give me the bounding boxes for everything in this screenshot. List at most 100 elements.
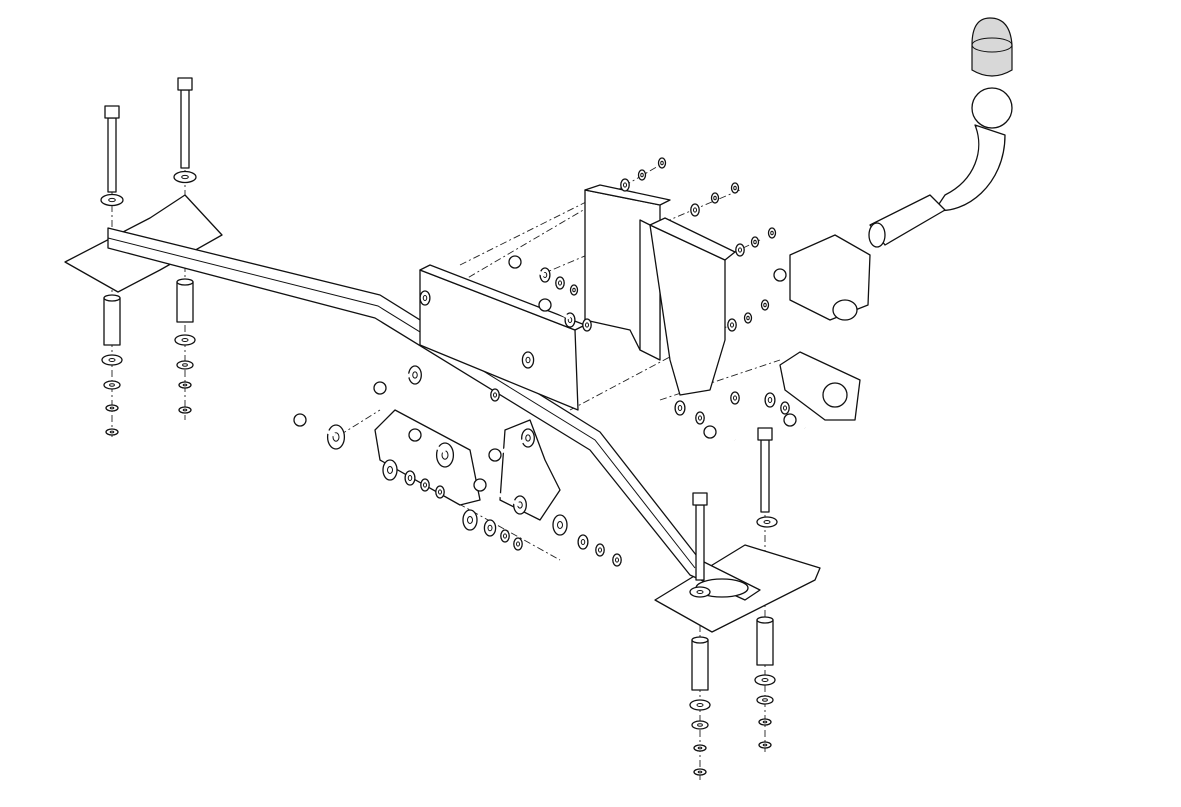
- bolt-head: [408, 428, 422, 442]
- washer-hole: [557, 521, 563, 529]
- washer: [750, 236, 760, 248]
- bolt-head: [473, 478, 487, 492]
- washer-hole: [525, 434, 531, 442]
- washer-hole: [109, 406, 115, 410]
- washer: [382, 459, 398, 481]
- washer-hole: [422, 295, 428, 301]
- washer-hole: [696, 703, 704, 707]
- washer-hole: [332, 432, 340, 442]
- tow-ball-cap: [971, 17, 1013, 77]
- washer: [582, 318, 592, 332]
- bolt-head: [757, 427, 773, 441]
- washer: [500, 529, 510, 543]
- washer-hole: [516, 541, 520, 547]
- washer: [105, 404, 119, 412]
- washer: [612, 553, 622, 567]
- washer-hole: [598, 547, 602, 553]
- washer: [513, 537, 523, 551]
- washer: [735, 243, 745, 257]
- washer: [730, 182, 740, 194]
- washer-hole: [109, 430, 115, 434]
- washer-hole: [746, 315, 750, 321]
- washer-hole: [108, 197, 116, 203]
- washer-hole: [487, 524, 493, 532]
- washer-hole: [423, 482, 427, 488]
- washer: [555, 276, 565, 290]
- washer: [101, 354, 123, 366]
- washer-hole: [407, 475, 413, 481]
- hardware: [100, 77, 806, 776]
- washer-hole: [783, 405, 787, 411]
- washer: [174, 334, 196, 346]
- washer: [521, 351, 535, 369]
- washer: [435, 442, 455, 468]
- washer-hole: [713, 195, 717, 201]
- washer-hole: [438, 489, 442, 495]
- electrical-socket: [773, 234, 871, 321]
- washer: [674, 400, 686, 416]
- washer: [435, 485, 445, 499]
- washer: [693, 744, 707, 752]
- washer-hole: [762, 698, 768, 702]
- washer-hole: [762, 743, 768, 747]
- bolt-head: [703, 425, 717, 439]
- washer: [462, 509, 478, 531]
- washer-hole: [182, 363, 188, 367]
- washer: [521, 428, 535, 448]
- spacer-tube: [176, 281, 194, 323]
- washer-hole: [730, 322, 734, 328]
- washer: [100, 193, 124, 207]
- washer-hole: [615, 557, 619, 563]
- washer: [689, 586, 711, 598]
- washer-hole: [767, 397, 773, 403]
- center-bracket-plate: [419, 264, 586, 411]
- washer-hole: [677, 405, 683, 411]
- washer-hole: [387, 466, 393, 474]
- washer: [577, 534, 589, 550]
- washer: [419, 290, 431, 306]
- bolt-head: [104, 105, 120, 119]
- washer: [760, 299, 770, 311]
- spacer-tube: [691, 639, 709, 691]
- bolt-head: [538, 298, 552, 312]
- spacer-end: [691, 636, 709, 644]
- washer: [103, 380, 121, 390]
- washer-hole: [733, 185, 737, 191]
- washer: [326, 424, 346, 450]
- washer-hole: [181, 174, 189, 180]
- washer-hole: [412, 371, 418, 379]
- washer-hole: [558, 280, 562, 286]
- washer-hole: [697, 746, 703, 750]
- washer: [404, 470, 416, 486]
- spacer-end: [176, 278, 194, 286]
- washer-hole: [697, 770, 703, 774]
- washer-hole: [770, 230, 774, 236]
- washer: [727, 318, 737, 332]
- washer-hole: [182, 408, 188, 412]
- bolt-head: [508, 255, 522, 269]
- washer: [178, 381, 192, 389]
- washer: [552, 514, 568, 536]
- washer: [758, 741, 772, 749]
- washer: [756, 695, 774, 705]
- washer-hole: [580, 539, 586, 545]
- lower-left-bracket: [374, 409, 481, 506]
- washer-hole: [753, 239, 757, 245]
- washer: [176, 360, 194, 370]
- washer-hole: [698, 415, 702, 421]
- washer-hole: [503, 533, 507, 539]
- washer: [730, 391, 740, 405]
- washer: [691, 720, 709, 730]
- washer: [695, 411, 705, 425]
- washer: [420, 478, 430, 492]
- socket-bracket: [779, 351, 861, 421]
- washer-hole: [108, 358, 116, 362]
- bolt: [180, 89, 190, 169]
- washer: [756, 516, 778, 528]
- bolt-head: [373, 381, 387, 395]
- washer: [483, 519, 497, 537]
- spacer-end: [103, 294, 121, 302]
- washer: [105, 428, 119, 436]
- washer-hole: [763, 302, 767, 308]
